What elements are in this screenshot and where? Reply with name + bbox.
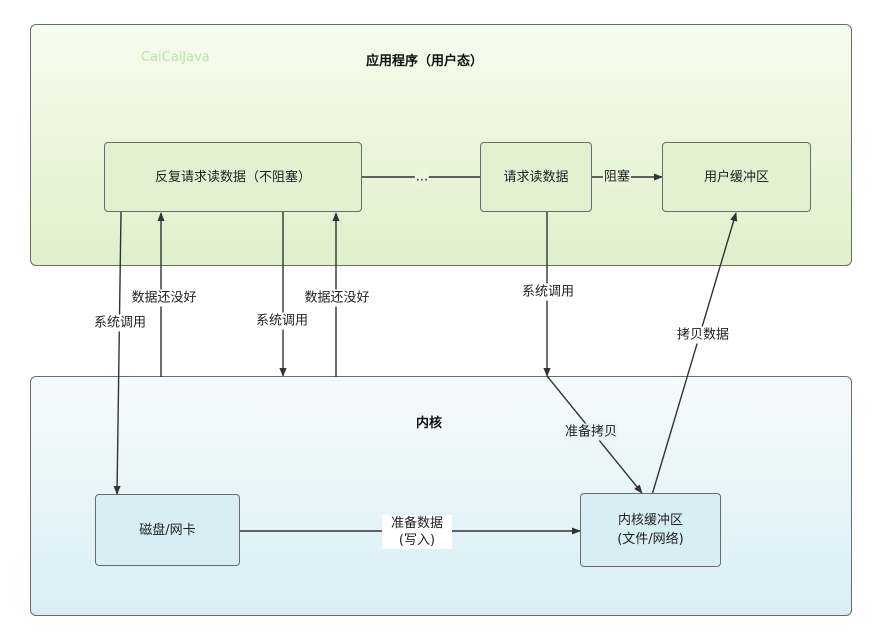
prepare-data-label: 准备数据 (写入) [382, 515, 452, 549]
poll-read-label: 反复请求读数据（不阻塞） [154, 169, 311, 185]
prepare-data-label-line2: (写入) [398, 533, 436, 548]
disk-nic-node: 磁盘/网卡 [95, 494, 240, 566]
user-buffer-node: 用户缓冲区 [662, 142, 811, 212]
request-read-label: 请求读数据 [503, 169, 569, 185]
syscall-label-1: 系统调用 [92, 314, 148, 332]
not-ready-label-1: 数据还没好 [130, 289, 198, 307]
prepare-copy-label: 准备拷贝 [563, 423, 619, 441]
not-ready-label-2: 数据还没好 [303, 289, 371, 307]
kernel-buffer-label-line2: (文件/网络) [617, 532, 684, 547]
kernel-space-title: 内核 [416, 416, 443, 431]
syscall-label-3: 系统调用 [520, 283, 576, 301]
poll-read-node: 反复请求读数据（不阻塞） [104, 142, 362, 212]
kernel-buffer-node: 内核缓冲区 (文件/网络) [580, 493, 721, 567]
block-label: 阻塞 [602, 168, 632, 186]
user-space-title: 应用程序（用户态） [366, 54, 484, 69]
syscall-label-2: 系统调用 [254, 312, 310, 330]
edge-copy-data [651, 212, 738, 496]
request-read-node: 请求读数据 [480, 142, 592, 212]
copy-data-label: 拷贝数据 [675, 326, 731, 344]
kernel-buffer-label-line1: 内核缓冲区 [617, 513, 683, 528]
ellipsis-label: ... [414, 168, 430, 186]
disk-nic-label: 磁盘/网卡 [139, 522, 196, 538]
watermark: CaiCaiJava [141, 50, 210, 65]
user-buffer-label: 用户缓冲区 [703, 169, 769, 185]
edge-syscall-1 [113, 211, 122, 495]
prepare-data-label-line1: 准备数据 [390, 516, 443, 531]
